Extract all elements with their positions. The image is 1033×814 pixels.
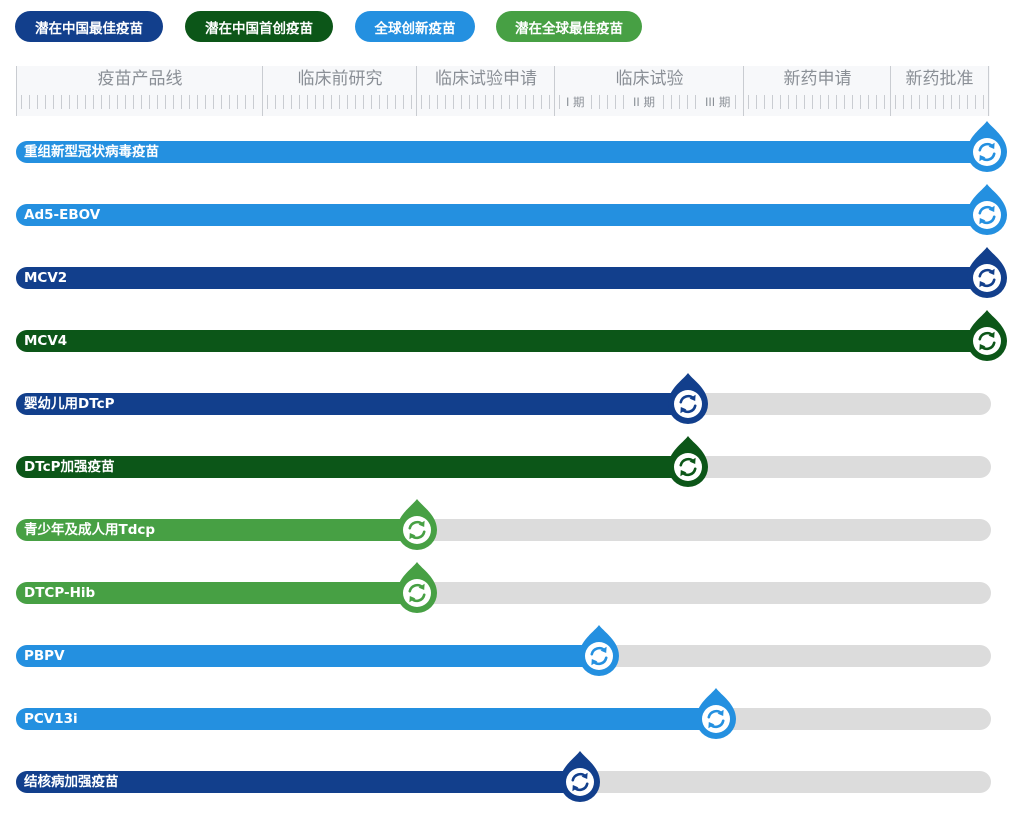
progress-fill — [16, 267, 991, 289]
legend-pill-china-first[interactable]: 潜在中国首创疫苗 — [185, 11, 333, 42]
progress-marker-refresh-cycle-icon[interactable] — [965, 246, 1009, 300]
pipeline-row[interactable]: MCV2 — [16, 247, 1007, 298]
progress-marker-refresh-cycle-icon[interactable] — [395, 498, 439, 552]
vaccine-name: 结核病加强疫苗 — [24, 774, 119, 790]
header-col-preclinical: 临床前研究 — [262, 66, 417, 116]
header-pipeline-title: 疫苗产品线 — [97, 69, 183, 89]
pipeline-row[interactable]: 结核病加强疫苗 — [16, 751, 991, 802]
header-ind-title: 临床试验申请 — [435, 69, 537, 89]
vaccine-name: 青少年及成人用Tdcp — [24, 522, 156, 538]
pipeline-row[interactable]: 婴幼儿用DTcP — [16, 373, 991, 424]
pipeline-row[interactable]: PBPV — [16, 625, 991, 676]
header-col-nda: 新药申请 — [743, 66, 891, 116]
vaccine-name: Ad5-EBOV — [24, 207, 101, 223]
header-ticks — [421, 95, 551, 109]
vaccine-name: 婴幼儿用DTcP — [24, 396, 115, 412]
vaccine-name: 重组新型冠状病毒疫苗 — [24, 144, 159, 160]
progress-fill — [16, 330, 991, 352]
header-ticks — [267, 95, 413, 109]
pipeline-row[interactable]: DTcP加强疫苗 — [16, 436, 991, 487]
phase-1-label: I 期 — [564, 93, 587, 111]
header-col-clinical: 临床试验 I 期 II 期 III 期 — [554, 66, 744, 116]
progress-fill — [16, 393, 688, 415]
vaccine-name: DTcP加强疫苗 — [24, 459, 115, 475]
header-preclinical-title: 临床前研究 — [297, 69, 383, 89]
pipeline-row[interactable]: PCV13i — [16, 688, 991, 739]
stage-header: 疫苗产品线 临床前研究 临床试验申请 临床试验 I 期 II 期 III 期 新… — [16, 66, 990, 116]
header-nda-title: 新药申请 — [783, 69, 852, 89]
vaccine-name: PBPV — [24, 648, 65, 664]
progress-marker-refresh-cycle-icon[interactable] — [694, 687, 738, 741]
progress-marker-refresh-cycle-icon[interactable] — [666, 435, 710, 489]
pipeline-row[interactable]: 青少年及成人用Tdcp — [16, 499, 991, 550]
progress-fill — [16, 771, 580, 793]
header-ticks — [21, 95, 259, 109]
progress-fill — [16, 519, 417, 541]
header-ticks — [748, 95, 887, 109]
progress-fill — [16, 456, 688, 478]
vaccine-name: MCV2 — [24, 270, 68, 286]
progress-fill — [16, 582, 417, 604]
legend-pill-global-innovative[interactable]: 全球创新疫苗 — [355, 11, 475, 42]
pipeline-row[interactable]: MCV4 — [16, 310, 1007, 361]
legend-pill-global-best[interactable]: 潜在全球最佳疫苗 — [496, 11, 642, 42]
header-approval-title: 新药批准 — [905, 69, 974, 89]
pipeline-row[interactable]: DTCP-Hib — [16, 562, 991, 613]
progress-marker-refresh-cycle-icon[interactable] — [965, 183, 1009, 237]
vaccine-name: PCV13i — [24, 711, 78, 727]
progress-marker-refresh-cycle-icon[interactable] — [558, 750, 602, 804]
pipeline-row[interactable]: 重组新型冠状病毒疫苗 — [16, 121, 1007, 172]
progress-fill — [16, 708, 716, 730]
header-col-approval: 新药批准 — [890, 66, 989, 116]
header-col-ind: 临床试验申请 — [416, 66, 555, 116]
progress-fill — [16, 645, 599, 667]
progress-fill — [16, 204, 991, 226]
vaccine-name: MCV4 — [24, 333, 68, 349]
progress-fill — [16, 141, 991, 163]
header-ticks — [895, 95, 984, 109]
progress-marker-refresh-cycle-icon[interactable] — [965, 120, 1009, 174]
header-clinical-title: 临床试验 — [615, 69, 684, 89]
progress-marker-refresh-cycle-icon[interactable] — [395, 561, 439, 615]
legend-pill-china-best[interactable]: 潜在中国最佳疫苗 — [15, 11, 163, 42]
header-col-pipeline: 疫苗产品线 — [16, 66, 263, 116]
vaccine-name: DTCP-Hib — [24, 585, 96, 601]
progress-marker-refresh-cycle-icon[interactable] — [965, 309, 1009, 363]
pipeline-row[interactable]: Ad5-EBOV — [16, 184, 1007, 235]
phase-2-label: II 期 — [631, 93, 657, 111]
phase-3-label: III 期 — [703, 93, 733, 111]
progress-marker-refresh-cycle-icon[interactable] — [666, 372, 710, 426]
progress-marker-refresh-cycle-icon[interactable] — [577, 624, 621, 678]
